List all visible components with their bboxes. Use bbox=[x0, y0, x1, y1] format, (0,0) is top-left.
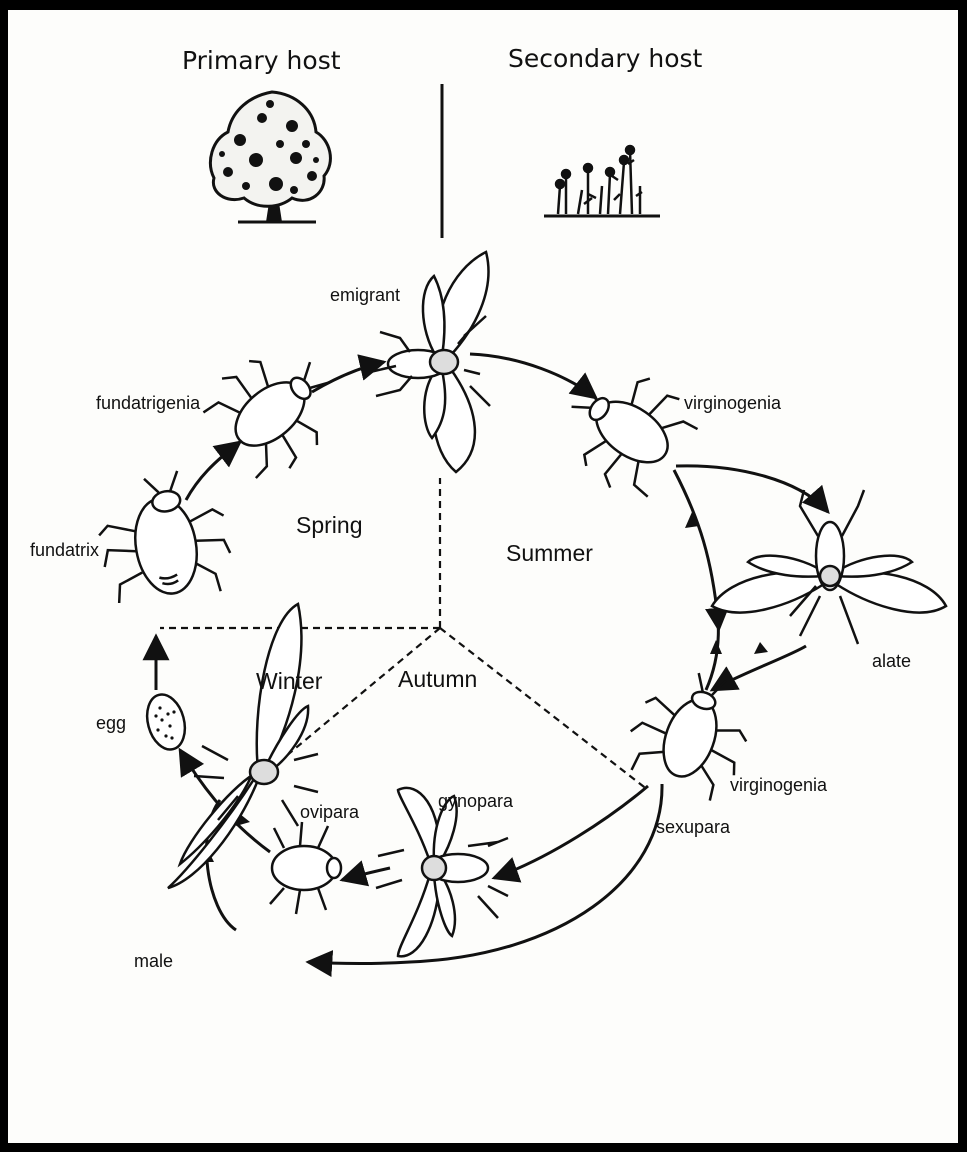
label-fundatrigenia: fundatrigenia bbox=[96, 394, 200, 412]
wingless-aphid-icon bbox=[270, 822, 341, 914]
label-ovipara: ovipara bbox=[300, 803, 359, 821]
season-winter: Winter bbox=[256, 670, 322, 693]
primary-host-heading: Primary host bbox=[182, 48, 341, 73]
winged-aphid-icon bbox=[376, 788, 508, 956]
label-gynopara: gynopara bbox=[438, 792, 513, 810]
arrow-virginogenia-loop bbox=[674, 470, 718, 690]
label-sexupara: sexupara bbox=[656, 818, 730, 836]
arrow-virginogenia-to-alate bbox=[676, 466, 828, 512]
wingless-aphid-icon bbox=[193, 327, 355, 489]
winged-aphid-icon bbox=[168, 604, 318, 888]
season-spring: Spring bbox=[296, 514, 362, 537]
arrow-fundatrix-to-fundatrigenia bbox=[186, 442, 240, 500]
label-male: male bbox=[134, 952, 173, 970]
label-egg: egg bbox=[96, 714, 126, 732]
label-alate: alate bbox=[872, 652, 911, 670]
wingless-aphid-icon bbox=[90, 464, 236, 610]
arrow-emigrant-to-virginogenia bbox=[470, 354, 596, 398]
season-autumn: Autumn bbox=[398, 668, 477, 691]
winged-aphid-icon bbox=[712, 490, 946, 644]
arrow-sexupara-to-gynopara bbox=[494, 786, 648, 878]
label-virginogenia-bottom: virginogenia bbox=[730, 776, 827, 794]
secondary-host-heading: Secondary host bbox=[508, 46, 702, 71]
arrow-fundatrigenia-to-emigrant bbox=[312, 362, 384, 392]
herbaceous-plants-icon bbox=[544, 146, 660, 216]
season-summer: Summer bbox=[506, 542, 593, 565]
arrow-gynopara-to-ovipara bbox=[342, 868, 390, 880]
egg-icon bbox=[141, 690, 190, 753]
tree-icon bbox=[210, 92, 330, 222]
label-emigrant: emigrant bbox=[330, 286, 400, 304]
label-virginogenia-top: virginogenia bbox=[684, 394, 781, 412]
season-dividers bbox=[160, 478, 648, 806]
label-fundatrix: fundatrix bbox=[30, 541, 99, 559]
